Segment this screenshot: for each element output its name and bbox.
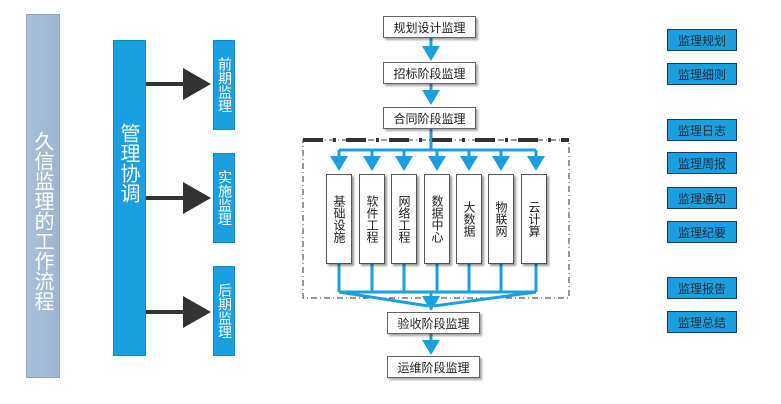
- doc-supervision-summary: 监理总结: [667, 311, 737, 333]
- subsystem-software: 软件工程: [359, 174, 385, 264]
- phase-implementation: 实施监理: [213, 153, 235, 243]
- subsystem-iot: 物联网: [488, 174, 514, 264]
- doc-weekly-report: 监理周报: [667, 152, 737, 174]
- subsystem-big-data: 大数据: [456, 174, 482, 264]
- phase-late: 后期监理: [213, 266, 235, 356]
- doc-supervision-notice: 监理通知: [667, 187, 737, 209]
- doc-supervision-report: 监理报告: [667, 277, 737, 299]
- step-operation: 运维阶段监理: [387, 356, 480, 378]
- step-contract: 合同阶段监理: [383, 107, 476, 129]
- subsystem-infrastructure: 基础设施: [326, 174, 352, 264]
- subsystem-data-center: 数据中心: [424, 174, 450, 264]
- subsystem-cloud: 云计算: [521, 174, 547, 264]
- doc-supervision-details: 监理细则: [667, 63, 737, 85]
- doc-meeting-minutes: 监理纪要: [667, 221, 737, 243]
- subsystem-network: 网络工程: [391, 174, 417, 264]
- step-planning-design: 规划设计监理: [383, 16, 476, 38]
- step-acceptance: 验收阶段监理: [387, 312, 480, 334]
- doc-supervision-log: 监理日志: [667, 119, 737, 141]
- phase-early: 前期监理: [213, 40, 235, 130]
- step-bidding: 招标阶段监理: [383, 62, 476, 84]
- doc-supervision-plan: 监理规划: [667, 29, 737, 51]
- workflow-title: 久信监理的工作流程: [26, 14, 60, 378]
- management-coordination: 管理协调: [113, 40, 146, 356]
